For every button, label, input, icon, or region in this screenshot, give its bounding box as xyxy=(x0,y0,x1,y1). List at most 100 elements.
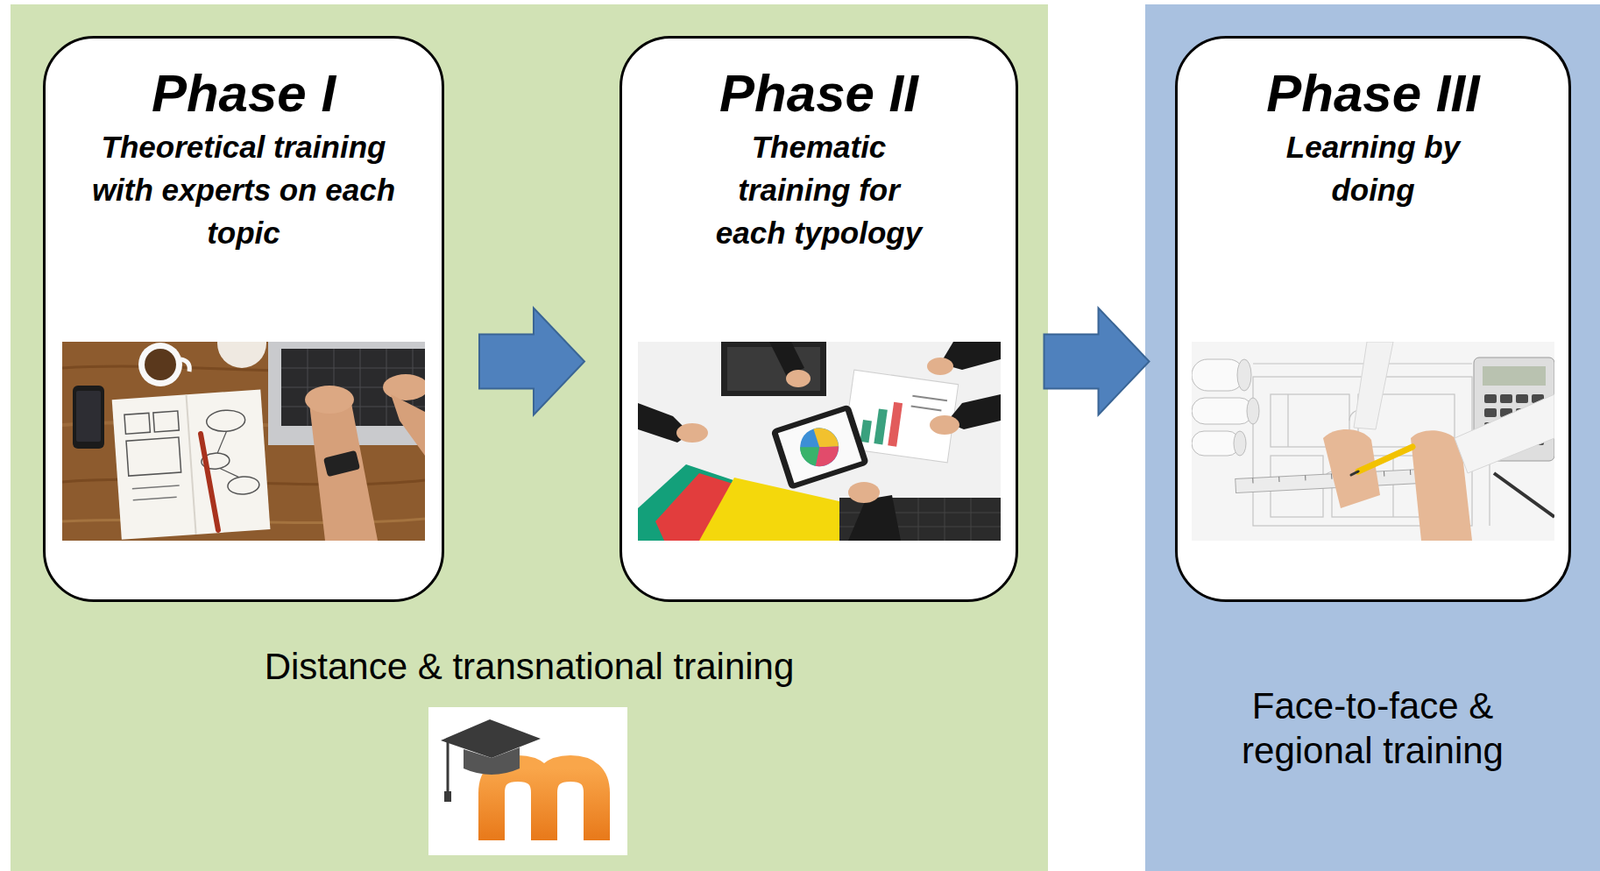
illustration-part xyxy=(1493,473,1555,517)
illustration-part xyxy=(1253,362,1473,364)
illustration-part xyxy=(1409,469,1411,475)
illustration-part xyxy=(1323,429,1381,509)
illustration-part xyxy=(911,406,942,411)
illustration-part xyxy=(799,441,825,470)
illustration-part xyxy=(1383,471,1385,477)
illustration-part xyxy=(217,341,267,369)
illustration-part xyxy=(785,369,811,388)
illustration-part xyxy=(676,423,708,443)
illustration-part xyxy=(446,742,450,795)
illustration-part xyxy=(1515,394,1529,404)
drafting-photo xyxy=(1191,341,1555,541)
illustration-part xyxy=(465,777,492,841)
illustration-part xyxy=(112,389,271,539)
illustration-part xyxy=(721,341,827,397)
moodle-logo xyxy=(428,707,628,856)
illustration-part xyxy=(1500,394,1513,404)
panel-label: Face-to-face & regional training xyxy=(1197,683,1549,773)
phase-text-holder: Phase ITheoretical training with experts… xyxy=(45,38,442,255)
illustration-part xyxy=(1233,431,1247,456)
illustration-part xyxy=(1252,478,1254,484)
phase-title: Phase III xyxy=(1191,63,1555,124)
illustration-part xyxy=(205,409,247,433)
panel-label-holder: Distance & transnational training xyxy=(10,4,1048,689)
illustration-part xyxy=(200,433,219,531)
panel-label-holder: Face-to-face & regional training xyxy=(1145,4,1600,773)
phase-text-holder: Phase IIThematic training for each typol… xyxy=(622,38,1016,255)
illustration-part xyxy=(873,408,887,445)
illustration-part xyxy=(1304,474,1306,481)
distance-training-panel: Phase ITheoretical training with experts… xyxy=(10,4,1048,871)
illustration-part xyxy=(463,747,520,775)
illustration-part xyxy=(887,402,903,447)
meeting-photo xyxy=(637,341,1001,541)
phase-box: Phase IIILearning by doing xyxy=(1175,35,1572,602)
illustration-part xyxy=(307,348,309,426)
illustration-part xyxy=(444,791,452,802)
illustration-part xyxy=(944,497,946,541)
illustration-part xyxy=(770,403,870,490)
illustration-part xyxy=(794,423,843,472)
illustration-part xyxy=(918,497,920,541)
illustration-part xyxy=(185,394,196,535)
illustration-part xyxy=(216,431,229,454)
illustration-part xyxy=(428,707,628,856)
phase-description: Learning by doing xyxy=(1263,125,1483,212)
illustration-part xyxy=(153,410,179,432)
illustration-part xyxy=(1484,394,1497,404)
illustration-part xyxy=(1454,394,1555,474)
illustration-part xyxy=(1482,366,1546,386)
illustration-part xyxy=(927,357,954,376)
illustration-part xyxy=(126,437,182,476)
illustration-part xyxy=(309,393,378,541)
illustration-part xyxy=(1191,397,1254,425)
illustration-part xyxy=(1237,359,1252,391)
illustration-part xyxy=(1191,431,1240,456)
phase-description: Theoretical training with experts on eac… xyxy=(77,125,411,255)
illustration-part xyxy=(778,410,863,483)
illustration-part xyxy=(390,394,425,456)
phase-text-holder: Phase IIILearning by doing xyxy=(1177,38,1569,212)
desk-photo xyxy=(62,341,425,541)
illustration-part xyxy=(970,497,972,541)
illustration-part xyxy=(323,450,361,478)
illustration-part xyxy=(180,359,190,372)
illustration-part xyxy=(1330,474,1332,480)
illustration-part xyxy=(1351,471,1359,475)
phase-box: Phase IIThematic training for each typol… xyxy=(619,35,1019,602)
illustration-part xyxy=(848,481,880,503)
illustration-part xyxy=(1358,446,1413,472)
illustration-part xyxy=(76,390,101,442)
illustration-part xyxy=(382,374,425,401)
illustration-part xyxy=(226,475,260,496)
flow-arrow xyxy=(479,307,585,415)
illustration-part xyxy=(72,385,105,449)
panel-label: Distance & transnational training xyxy=(134,644,924,689)
illustration-part xyxy=(848,495,901,541)
illustration-part xyxy=(1191,359,1245,391)
illustration-part xyxy=(440,719,541,758)
phase-title: Phase I xyxy=(59,63,428,124)
illustration-part xyxy=(1278,476,1280,482)
illustration-part xyxy=(138,342,183,387)
illustration-part xyxy=(491,768,597,841)
illustration-part xyxy=(133,496,177,500)
illustration-part xyxy=(637,341,1001,541)
illustration-part xyxy=(1353,341,1394,430)
illustration-part xyxy=(304,385,354,414)
illustration-part xyxy=(1246,397,1260,425)
illustration-part xyxy=(62,341,425,541)
phase-box: Phase ITheoretical training with experts… xyxy=(42,35,445,602)
illustration-part xyxy=(112,389,271,539)
illustration-part xyxy=(912,396,948,402)
illustration-part xyxy=(1191,341,1555,541)
illustration-part xyxy=(929,415,960,435)
phase-description: Thematic training for each typology xyxy=(709,125,929,255)
illustration-part xyxy=(144,348,177,381)
flow-arrow xyxy=(1044,307,1150,415)
illustration-part xyxy=(132,485,180,489)
illustration-part xyxy=(727,346,821,391)
face-to-face-training-panel: Phase IIILearning by doing xyxy=(1145,4,1600,871)
